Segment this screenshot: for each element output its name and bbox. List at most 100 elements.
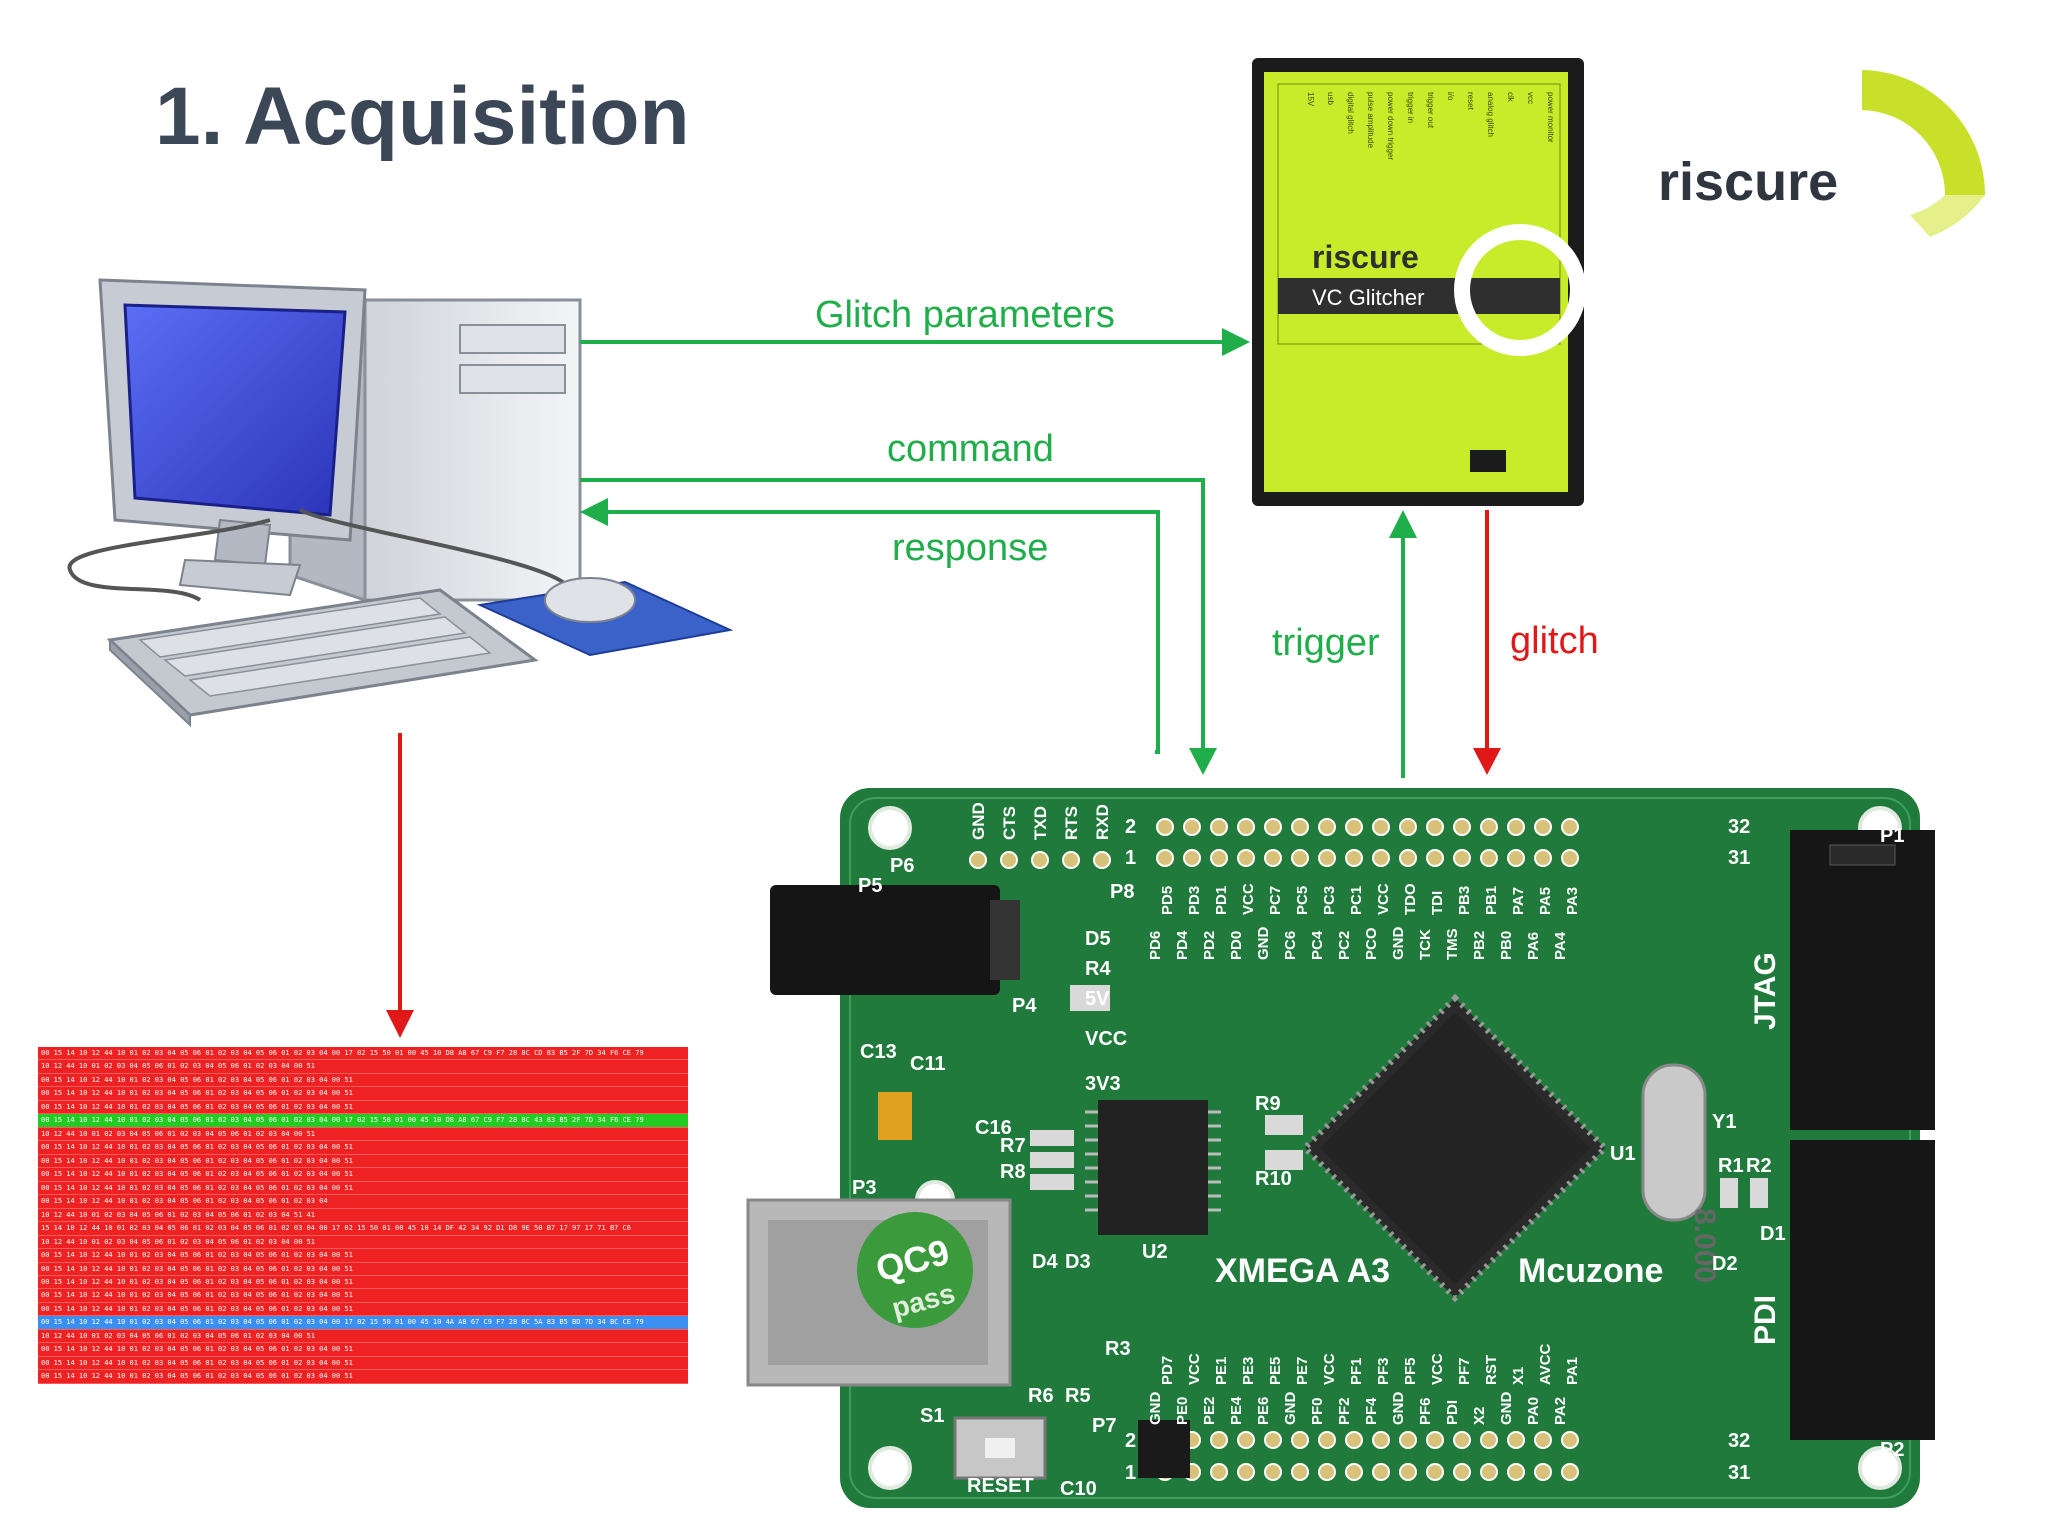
part-designator: P6 [890, 855, 914, 877]
pin-label: PA2 [1552, 1397, 1569, 1425]
glitcher-pin-label: trigger in [1406, 92, 1415, 123]
pin-label: PA7 [1510, 887, 1527, 915]
pin-label: PA6 [1525, 932, 1542, 960]
pin-label: VCC [1429, 1353, 1446, 1385]
pin-label: PE0 [1174, 1397, 1191, 1425]
log-row: 00 15 14 10 12 44 10 01 02 03 04 05 06 0… [38, 1101, 688, 1115]
header-label: RTS [1062, 806, 1081, 840]
header-pad [1000, 851, 1018, 869]
part-designator: P4 [1012, 995, 1037, 1017]
log-row: 15 14 10 12 44 10 01 02 03 04 05 06 01 0… [38, 1222, 688, 1236]
pin-label: PE5 [1267, 1357, 1284, 1385]
header-pad [1399, 1431, 1417, 1449]
pdi-label: PDI [1749, 1295, 1782, 1345]
pin-label: PC2 [1336, 931, 1353, 960]
pin-label: AVCC [1537, 1343, 1554, 1385]
log-row: 00 15 14 10 12 44 10 01 02 03 04 05 06 0… [38, 1087, 688, 1101]
pin-label: PD6 [1147, 931, 1164, 960]
log-row: 00 15 14 10 12 44 10 01 02 03 04 05 06 0… [38, 1047, 688, 1061]
header-label: RXD [1093, 804, 1112, 840]
log-row: 00 15 14 10 12 44 10 01 02 03 04 05 06 0… [38, 1263, 688, 1276]
glitch-arrow [1473, 510, 1501, 775]
glitcher-model: VC Glitcher [1312, 285, 1424, 310]
header-pad [1480, 818, 1498, 836]
log-row: 10 12 44 10 01 02 03 04 05 06 01 02 03 0… [38, 1209, 688, 1223]
header-pad [1534, 849, 1552, 867]
part-designator: R5 [1065, 1385, 1091, 1407]
glitcher-brand: riscure [1312, 239, 1419, 275]
log-row: 00 15 14 10 12 44 10 01 02 03 04 05 06 0… [38, 1114, 688, 1128]
pin-label: PC3 [1321, 886, 1338, 915]
log-row: 10 12 44 10 01 02 03 04 05 06 01 02 03 0… [38, 1128, 688, 1142]
pin-label: PF0 [1309, 1397, 1326, 1425]
header-pad [1561, 1463, 1579, 1481]
log-row: 00 15 14 10 12 44 10 01 02 03 04 05 06 0… [38, 1343, 688, 1357]
pin-label: TMS [1444, 928, 1461, 960]
pin-label: PE7 [1294, 1357, 1311, 1385]
command-arrow [580, 478, 1217, 775]
crystal-label: 8.000 [1688, 1208, 1721, 1283]
header-pad [1291, 1431, 1309, 1449]
part-designator: Y1 [1712, 1111, 1736, 1133]
part-designator: R9 [1255, 1093, 1281, 1115]
header-pad [1318, 1463, 1336, 1481]
glitcher-pin-label: i/o [1446, 92, 1455, 101]
log-row: 00 15 14 10 12 44 10 01 02 03 04 05 06 0… [38, 1357, 688, 1371]
pin-label: PF2 [1336, 1397, 1353, 1425]
part-designator: C10 [1060, 1478, 1097, 1500]
pin-label: PE2 [1201, 1397, 1218, 1425]
header-pad [1183, 849, 1201, 867]
glitcher-pin-label: vcc [1526, 92, 1535, 104]
header-pad [1291, 849, 1309, 867]
log-row: 00 15 14 10 12 44 10 01 02 03 04 05 06 0… [38, 1370, 688, 1384]
riscure-logo-icon [1862, 70, 1986, 237]
xmega-board [746, 788, 1935, 1508]
pin-label: VCC [1240, 883, 1257, 915]
log-row: 00 15 14 10 12 44 10 01 02 03 04 05 06 0… [38, 1155, 688, 1169]
pin-label: PE1 [1213, 1357, 1230, 1385]
pin-label: GND [1498, 1392, 1515, 1426]
header-label: CTS [1000, 806, 1019, 840]
pin-label: GND [1390, 1392, 1407, 1426]
header-pad [1210, 818, 1228, 836]
pin-label: PC5 [1294, 886, 1311, 915]
log-row: 00 15 14 10 12 44 10 01 02 03 04 05 06 0… [38, 1074, 688, 1088]
part-designator: P7 [1092, 1415, 1116, 1437]
pin-label: X2 [1471, 1407, 1488, 1425]
board-bottom-pin-labels: GNDPD7PE0VCCPE2PE1PE4PE3PE6PE5GNDPE7PF0V… [1147, 1343, 1581, 1425]
header-pad [1534, 818, 1552, 836]
pin-label: TDO [1402, 883, 1419, 915]
pin-label: PC1 [1348, 886, 1365, 915]
header-pad [1156, 818, 1174, 836]
trace-log-table: 00 15 14 10 12 44 10 01 02 03 04 05 06 0… [38, 1047, 688, 1384]
pin-label: PF3 [1375, 1357, 1392, 1385]
header-pad [1561, 1431, 1579, 1449]
part-designator: R7 [1000, 1135, 1026, 1157]
response-arrow [580, 498, 1160, 754]
header-pad [1507, 849, 1525, 867]
part-designator: S1 [920, 1405, 944, 1427]
pin-label: GND [1147, 1392, 1164, 1426]
row-number: 32 [1728, 816, 1750, 838]
glitcher-pin-label: clk [1506, 92, 1515, 103]
part-designator: D1 [1760, 1223, 1786, 1245]
log-row: 10 12 44 10 01 02 03 04 05 06 01 02 03 0… [38, 1236, 688, 1250]
header-pad [1507, 1463, 1525, 1481]
pin-label: GND [1255, 927, 1272, 961]
pin-label: PA0 [1525, 1397, 1542, 1425]
header-pad [1318, 818, 1336, 836]
glitch-parameters-arrow [580, 328, 1250, 356]
header-pad [1426, 1431, 1444, 1449]
part-designator: C16 [975, 1117, 1012, 1139]
reset-label: RESET [967, 1475, 1034, 1497]
log-row: 10 12 44 10 01 02 03 04 05 06 01 02 03 0… [38, 1330, 688, 1344]
pin-label: PB1 [1483, 886, 1500, 915]
pin-label: PC7 [1267, 886, 1284, 915]
header-pad [1453, 1463, 1471, 1481]
pin-label: TDI [1429, 891, 1446, 915]
pin-label: PB2 [1471, 931, 1488, 960]
glitcher-pin-label: 15V [1306, 92, 1315, 107]
header-label: GND [969, 802, 988, 840]
pin-label: PD1 [1213, 886, 1230, 915]
